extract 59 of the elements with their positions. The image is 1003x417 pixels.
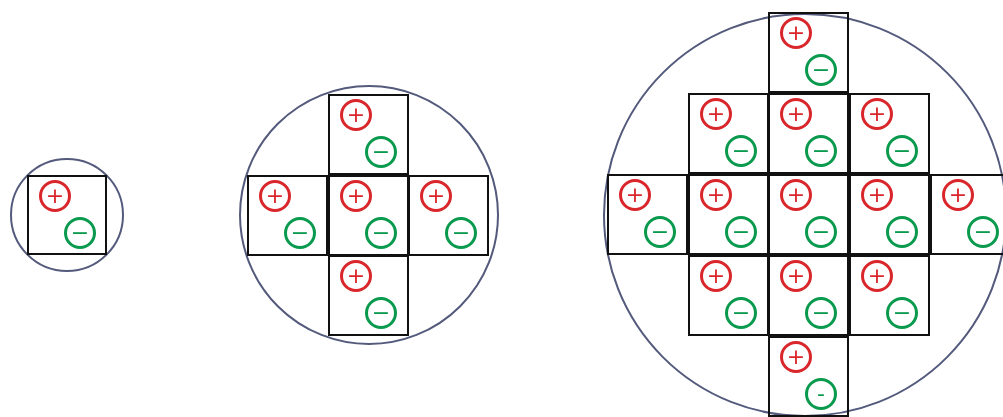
charge-circle: + (700, 260, 732, 292)
charge-circle: + (861, 260, 893, 292)
charge-circle: + (259, 180, 291, 212)
charge-circle: − (365, 297, 397, 329)
charge-circle: + (780, 179, 812, 211)
charge-circle: + (780, 98, 812, 130)
charge-circle: − (365, 217, 397, 249)
charge-circle: − (725, 216, 757, 248)
square-cell (688, 93, 769, 174)
charge-circle: − (805, 135, 837, 167)
charge-circle: − (886, 297, 918, 329)
square-cell (930, 174, 1003, 255)
charge-circle: + (942, 179, 974, 211)
charge-circle: − (805, 216, 837, 248)
charge-circle: + (340, 180, 372, 212)
charge-circle: + (340, 260, 372, 292)
charge-circle: + (780, 341, 812, 373)
charge-circle: + (700, 179, 732, 211)
charge-circle: + (700, 98, 732, 130)
square-cell (849, 255, 930, 336)
square-cell (328, 175, 409, 256)
square-cell (247, 175, 328, 256)
charge-circle: − (644, 216, 676, 248)
square-cell (408, 175, 489, 256)
charge-circle: + (39, 180, 71, 212)
charge-circle: + (780, 17, 812, 49)
charge-circle: − (725, 297, 757, 329)
charge-circle: - (805, 378, 837, 410)
charge-circle: + (861, 179, 893, 211)
charge-circle: − (445, 217, 477, 249)
charge-circle: − (64, 217, 96, 249)
square-cell (768, 12, 849, 93)
square-cell (768, 174, 849, 255)
square-cell (328, 94, 409, 175)
charge-circle: − (886, 135, 918, 167)
charge-circle: − (725, 135, 757, 167)
charge-circle: − (365, 136, 397, 168)
square-cell (688, 174, 769, 255)
charge-circle: + (340, 99, 372, 131)
square-cell (328, 255, 409, 336)
square-cell (607, 174, 688, 255)
charge-circle: + (861, 98, 893, 130)
square-cell (768, 93, 849, 174)
charge-circle: − (967, 216, 999, 248)
charge-circle: + (780, 260, 812, 292)
boundary-circle (10, 158, 124, 272)
charge-circle: − (805, 297, 837, 329)
charge-circle: − (886, 216, 918, 248)
square-cell (768, 255, 849, 336)
charge-circle: − (284, 217, 316, 249)
square-cell (27, 175, 107, 255)
square-cell (849, 174, 930, 255)
charge-circle: + (420, 180, 452, 212)
charge-circle: − (805, 54, 837, 86)
square-cell (768, 336, 849, 417)
square-cell (688, 255, 769, 336)
boundary-circle (239, 85, 499, 345)
charge-circle: + (619, 179, 651, 211)
square-cell (849, 93, 930, 174)
